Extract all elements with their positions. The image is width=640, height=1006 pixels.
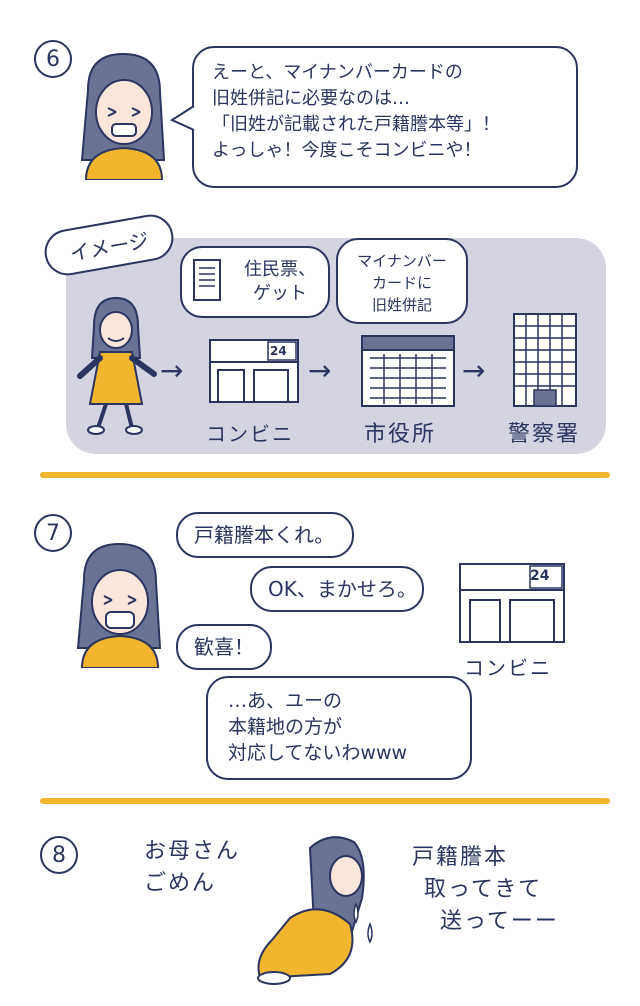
bubble-line: OK、まかせろ。 [268,577,417,601]
arrow-right-icon: → [308,354,332,387]
label-police-station: 警察署 [508,422,581,447]
bubble-line: カードに [371,274,432,292]
bubble-line: 歓喜！ [194,635,254,659]
panel-number-6: 6 [34,40,72,78]
sobbing-words: お母さん ごめん [144,836,240,900]
text-line: 戸籍謄本 [412,845,509,870]
bubble-line: 「旧姓が記載された戸籍謄本等」！ [212,114,500,135]
bubble-tail [170,105,195,131]
yellow-divider [40,798,610,804]
bubble-line: 対応してないわwww [228,742,408,764]
text-line: ごめん [144,871,217,896]
bubble-line: 本籍地の方が [228,716,343,738]
arrow-right-icon: → [160,354,184,387]
image-tag-label: イメージ [67,227,151,266]
store-sign-24: 24 [530,568,550,584]
bubble-line: 旧姓併記に必要なのは… [212,88,410,109]
panel-number-label: 7 [46,520,60,546]
bubble-line: 旧姓併記 [371,296,432,314]
panel-number-label: 8 [52,842,66,868]
bubble-line: …あ、ユーの [228,690,343,712]
speech-bubble-request: 戸籍謄本くれ。 [176,512,354,558]
crying-woman-character [257,836,373,985]
thought-bubble-my-number: マイナンバー カードに 旧姓併記 [336,238,468,324]
bubble-line: 住民票、 [244,259,316,280]
speech-bubble-store-reply: OK、まかせろ。 [250,566,424,612]
panel-number-7: 7 [34,514,72,552]
text-line: お母さん [144,839,241,864]
store-sign-24: 24 [270,344,287,358]
speech-bubble-store-apology: …あ、ユーの 本籍地の方が 対応してないわwww [206,676,472,780]
walking-woman-character [77,296,157,435]
label-convenience-store: コンビニ [464,656,552,680]
label-city-hall: 市役所 [364,422,437,447]
document-icon [193,259,221,301]
panel-number-8: 8 [40,836,78,874]
arrow-right-icon: → [462,354,486,387]
bubble-line: ゲット [253,283,307,304]
bubble-line: 戸籍謄本くれ。 [194,523,335,547]
text-line: 取ってきて [424,877,543,902]
speech-bubble-joy: 歓喜！ [176,624,272,670]
bubble-line: えーと、マイナンバーカードの [212,62,463,83]
woman-character-panel6 [80,52,166,180]
text-line: 送ってーー [440,909,559,934]
convenience-store-building [209,339,299,403]
yellow-divider [40,472,610,478]
city-hall-building [361,335,455,407]
convenience-store-building [459,563,565,643]
bubble-line: よっしゃ！今度こそコンビニや！ [212,140,482,161]
speech-bubble-panel6: えーと、マイナンバーカードの 旧姓併記に必要なのは… 「旧姓が記載された戸籍謄本… [192,46,578,188]
label-convenience-store: コンビニ [206,422,294,446]
woman-character-panel7 [76,542,162,668]
bubble-line: マイナンバー [357,252,447,270]
request-to-mom-words: 戸籍謄本 取ってきて 送ってーー [412,842,559,938]
police-station-building [513,313,577,407]
panel-number-label: 6 [46,46,60,72]
